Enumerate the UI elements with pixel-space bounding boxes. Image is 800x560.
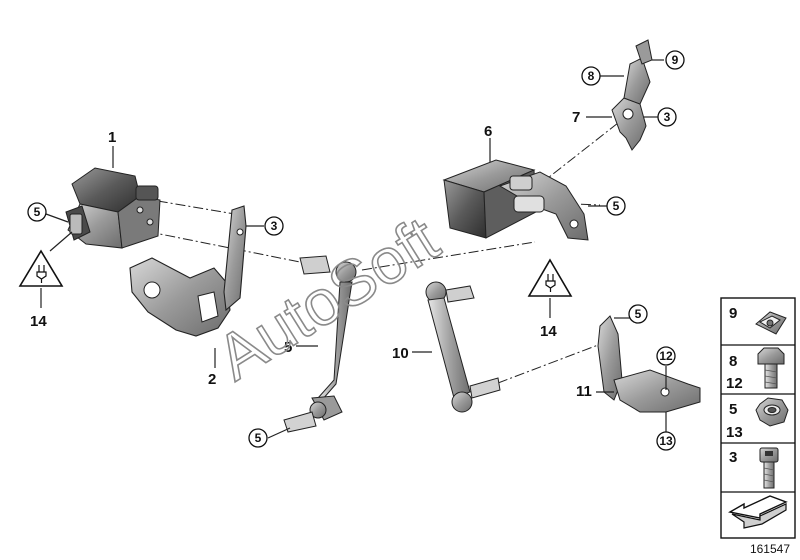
legend-row-9: 9 [729,305,787,335]
legend-row-3: 3 [729,447,779,489]
callout-9: 9 [665,50,685,70]
svg-text:5: 5 [255,431,262,445]
callout-5-left-bottom: 5 [248,428,268,448]
svg-text:8: 8 [729,353,737,370]
svg-text:3: 3 [271,219,278,233]
svg-text:12: 12 [659,349,673,363]
svg-text:9: 9 [672,53,679,67]
bracket-right [597,315,701,413]
callout-3-left: 3 [264,216,284,236]
warning-triangle-right-icon [527,258,573,297]
callout-2: 2 [208,371,216,388]
svg-text:5: 5 [635,307,642,321]
link-rod-left [283,255,357,433]
callout-3-right: 3 [657,107,677,127]
callout-5-right-sensor: 5 [606,196,626,216]
callout-1: 1 [108,129,116,146]
warning-triangle-left-icon [18,249,64,287]
svg-text:5: 5 [613,199,620,213]
reference-number: 161547 [750,542,790,556]
callout-7: 7 [572,109,580,126]
hex-nut-icon [755,397,789,427]
callout-10: 10 [392,345,409,362]
height-sensor-left [65,167,161,249]
hex-bolt-icon [757,347,785,389]
socket-screw-icon [759,447,779,489]
svg-text:3: 3 [729,449,737,466]
svg-text:5: 5 [34,205,41,219]
svg-text:5: 5 [729,401,737,418]
leader-lines [40,59,667,439]
legend-row-5-13: 5 13 [726,397,789,441]
svg-text:13: 13 [659,434,673,448]
svg-text:3: 3 [664,110,671,124]
link-rod-right [425,281,501,413]
clip-nut-icon [755,311,787,335]
direction-arrow-icon [728,495,788,529]
parts-legend: 9 8 12 5 13 [720,297,796,539]
svg-text:13: 13 [726,424,743,441]
svg-text:9: 9 [729,305,737,322]
callout-14-left: 14 [30,313,47,330]
callout-6: 6 [484,123,492,140]
bracket-upper-right [611,39,653,151]
callout-11: 11 [576,383,592,400]
callout-13: 13 [656,431,676,451]
callout-5-right-bracket: 5 [628,304,648,324]
height-sensor-right [442,159,589,241]
callout-4: 5 [284,339,292,356]
callout-8: 8 [581,66,601,86]
bracket-left [129,205,247,337]
legend-row-8-12: 8 12 [726,347,785,392]
callout-12: 12 [656,346,676,366]
callout-14-right: 14 [540,323,557,340]
callout-5-left-top: 5 [27,202,47,222]
svg-text:12: 12 [726,375,743,392]
svg-text:8: 8 [588,69,595,83]
